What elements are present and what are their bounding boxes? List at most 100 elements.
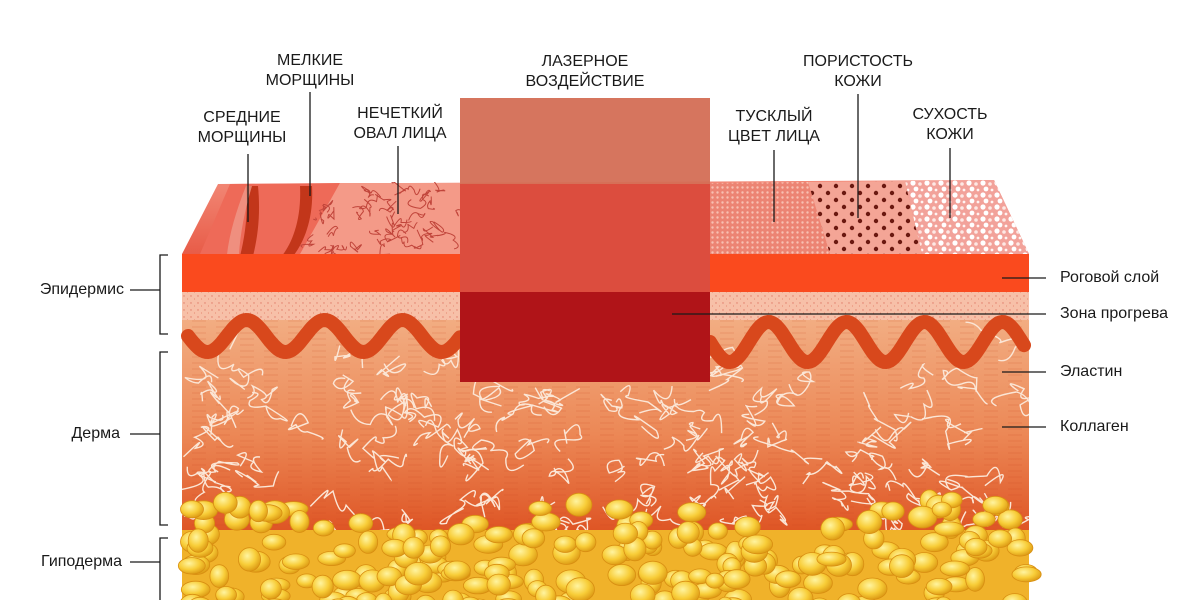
label-dermis: Дерма <box>71 425 120 442</box>
fat-cell <box>333 543 356 559</box>
fat-cell <box>531 512 561 532</box>
oval-squiggle <box>396 229 409 243</box>
fat-cell <box>677 502 707 523</box>
fat-cell <box>723 569 751 590</box>
collagen-fiber <box>731 499 768 525</box>
oval-squiggle <box>433 182 446 193</box>
collagen-fiber <box>342 389 360 409</box>
collagen-fiber <box>530 399 564 416</box>
collagen-fiber <box>548 458 574 485</box>
collagen-fiber <box>741 404 766 427</box>
collagen-fiber <box>753 472 779 511</box>
collagen-fiber <box>733 449 759 472</box>
laser-column-mid <box>460 184 710 292</box>
oval-squiggle <box>376 234 401 245</box>
collagen-fiber <box>868 452 897 481</box>
collagen-fiber <box>376 355 407 378</box>
collagen-fiber <box>472 374 514 400</box>
fat-cell <box>348 513 374 533</box>
label-blurry-oval: НЕЧЕТКИЙ ОВАЛ ЛИЦА <box>353 105 447 142</box>
oval-squiggle <box>391 219 408 233</box>
collagen-fiber <box>685 421 701 441</box>
fat-cell <box>187 528 209 553</box>
porosity-zone <box>808 181 922 254</box>
collagen-fiber <box>752 386 778 416</box>
collagen-fiber <box>361 425 397 459</box>
collagen-fiber <box>942 367 978 393</box>
collagen-fiber <box>472 439 525 472</box>
fat-cell <box>820 517 845 541</box>
fat-cell <box>933 521 965 537</box>
fat-cell <box>987 529 1013 548</box>
label-laser: ЛАЗЕРНОЕ ВОЗДЕЙСТВИЕ <box>525 53 645 90</box>
collagen-fiber <box>441 428 463 445</box>
fat-cell <box>402 536 425 559</box>
collagen-fiber <box>718 474 746 500</box>
oval-squiggle <box>390 211 396 236</box>
collagen-fiber <box>673 398 723 434</box>
label-hypodermis: Гиподерма <box>41 553 122 570</box>
collagen-fiber <box>235 452 264 473</box>
collagen-fiber <box>788 371 816 396</box>
collagen-fiber <box>462 453 480 471</box>
fat-cell <box>312 519 335 537</box>
collagen-fiber <box>600 393 623 412</box>
fat-cell <box>261 533 287 551</box>
collagen-fiber <box>379 390 409 419</box>
fat-cell <box>215 586 237 604</box>
fat-cell <box>177 557 206 575</box>
fat-cell <box>612 522 639 545</box>
fat-cell <box>429 535 451 558</box>
oval-squiggle <box>300 234 316 248</box>
oval-squiggle <box>408 212 426 221</box>
oval-squiggle <box>455 209 460 218</box>
fat-cell <box>213 491 238 514</box>
label-medium-wrinkles: СРЕДНИЕ МОРЩИНЫ <box>197 109 287 146</box>
left-brackets <box>130 254 168 600</box>
collagen-fiber <box>202 425 234 448</box>
fat-cell <box>1006 539 1034 557</box>
label-fine-wrinkles: МЕЛКИЕ МОРЩИНЫ <box>265 52 355 89</box>
collagen-fiber <box>413 423 452 447</box>
fat-cell <box>705 572 725 589</box>
collagen-fiber <box>640 483 657 507</box>
collagen-fiber <box>687 448 709 474</box>
fat-cell <box>565 577 595 602</box>
oval-squiggle <box>358 198 372 217</box>
collagen-fiber <box>945 466 1004 490</box>
top-leader-lines <box>247 92 951 222</box>
collagen-fiber <box>802 460 843 485</box>
fat-cell <box>965 567 985 592</box>
label-dull-color: ТУСКЛЫЙ ЦВЕТ ЛИЦА <box>728 108 820 145</box>
oval-squiggle <box>377 243 391 254</box>
fat-cell <box>332 569 362 591</box>
fat-cell <box>311 574 334 599</box>
collagen-fiber <box>899 362 934 390</box>
collagen-fiber <box>371 450 400 482</box>
collagen-fiber <box>941 369 989 405</box>
fat-cell <box>939 560 971 577</box>
fat-cell <box>742 534 773 555</box>
fat-cell <box>857 577 888 600</box>
collagen-fiber <box>182 470 212 507</box>
collagen-fiber <box>542 387 581 403</box>
dull-color-zone <box>710 182 830 254</box>
collagen-fiber <box>454 412 481 438</box>
collagen-fiber <box>229 368 264 391</box>
collagen-fiber <box>338 429 361 463</box>
oval-squiggle <box>378 200 397 213</box>
fat-cell <box>964 537 988 557</box>
wrinkle-groove <box>228 186 260 292</box>
collagen-fiber <box>495 403 536 433</box>
oval-squiggle <box>401 237 422 250</box>
collagen-fiber <box>554 424 583 453</box>
label-heating-zone: Зона прогрева <box>1060 305 1169 322</box>
fat-cell <box>565 492 593 517</box>
collagen-fiber <box>209 391 239 425</box>
collagen-fiber <box>183 425 210 458</box>
oval-squiggle <box>326 225 339 237</box>
label-dryness: СУХОСТЬ КОЖИ <box>912 106 988 143</box>
oval-squiggle <box>407 193 430 209</box>
fat-cell <box>920 532 949 553</box>
